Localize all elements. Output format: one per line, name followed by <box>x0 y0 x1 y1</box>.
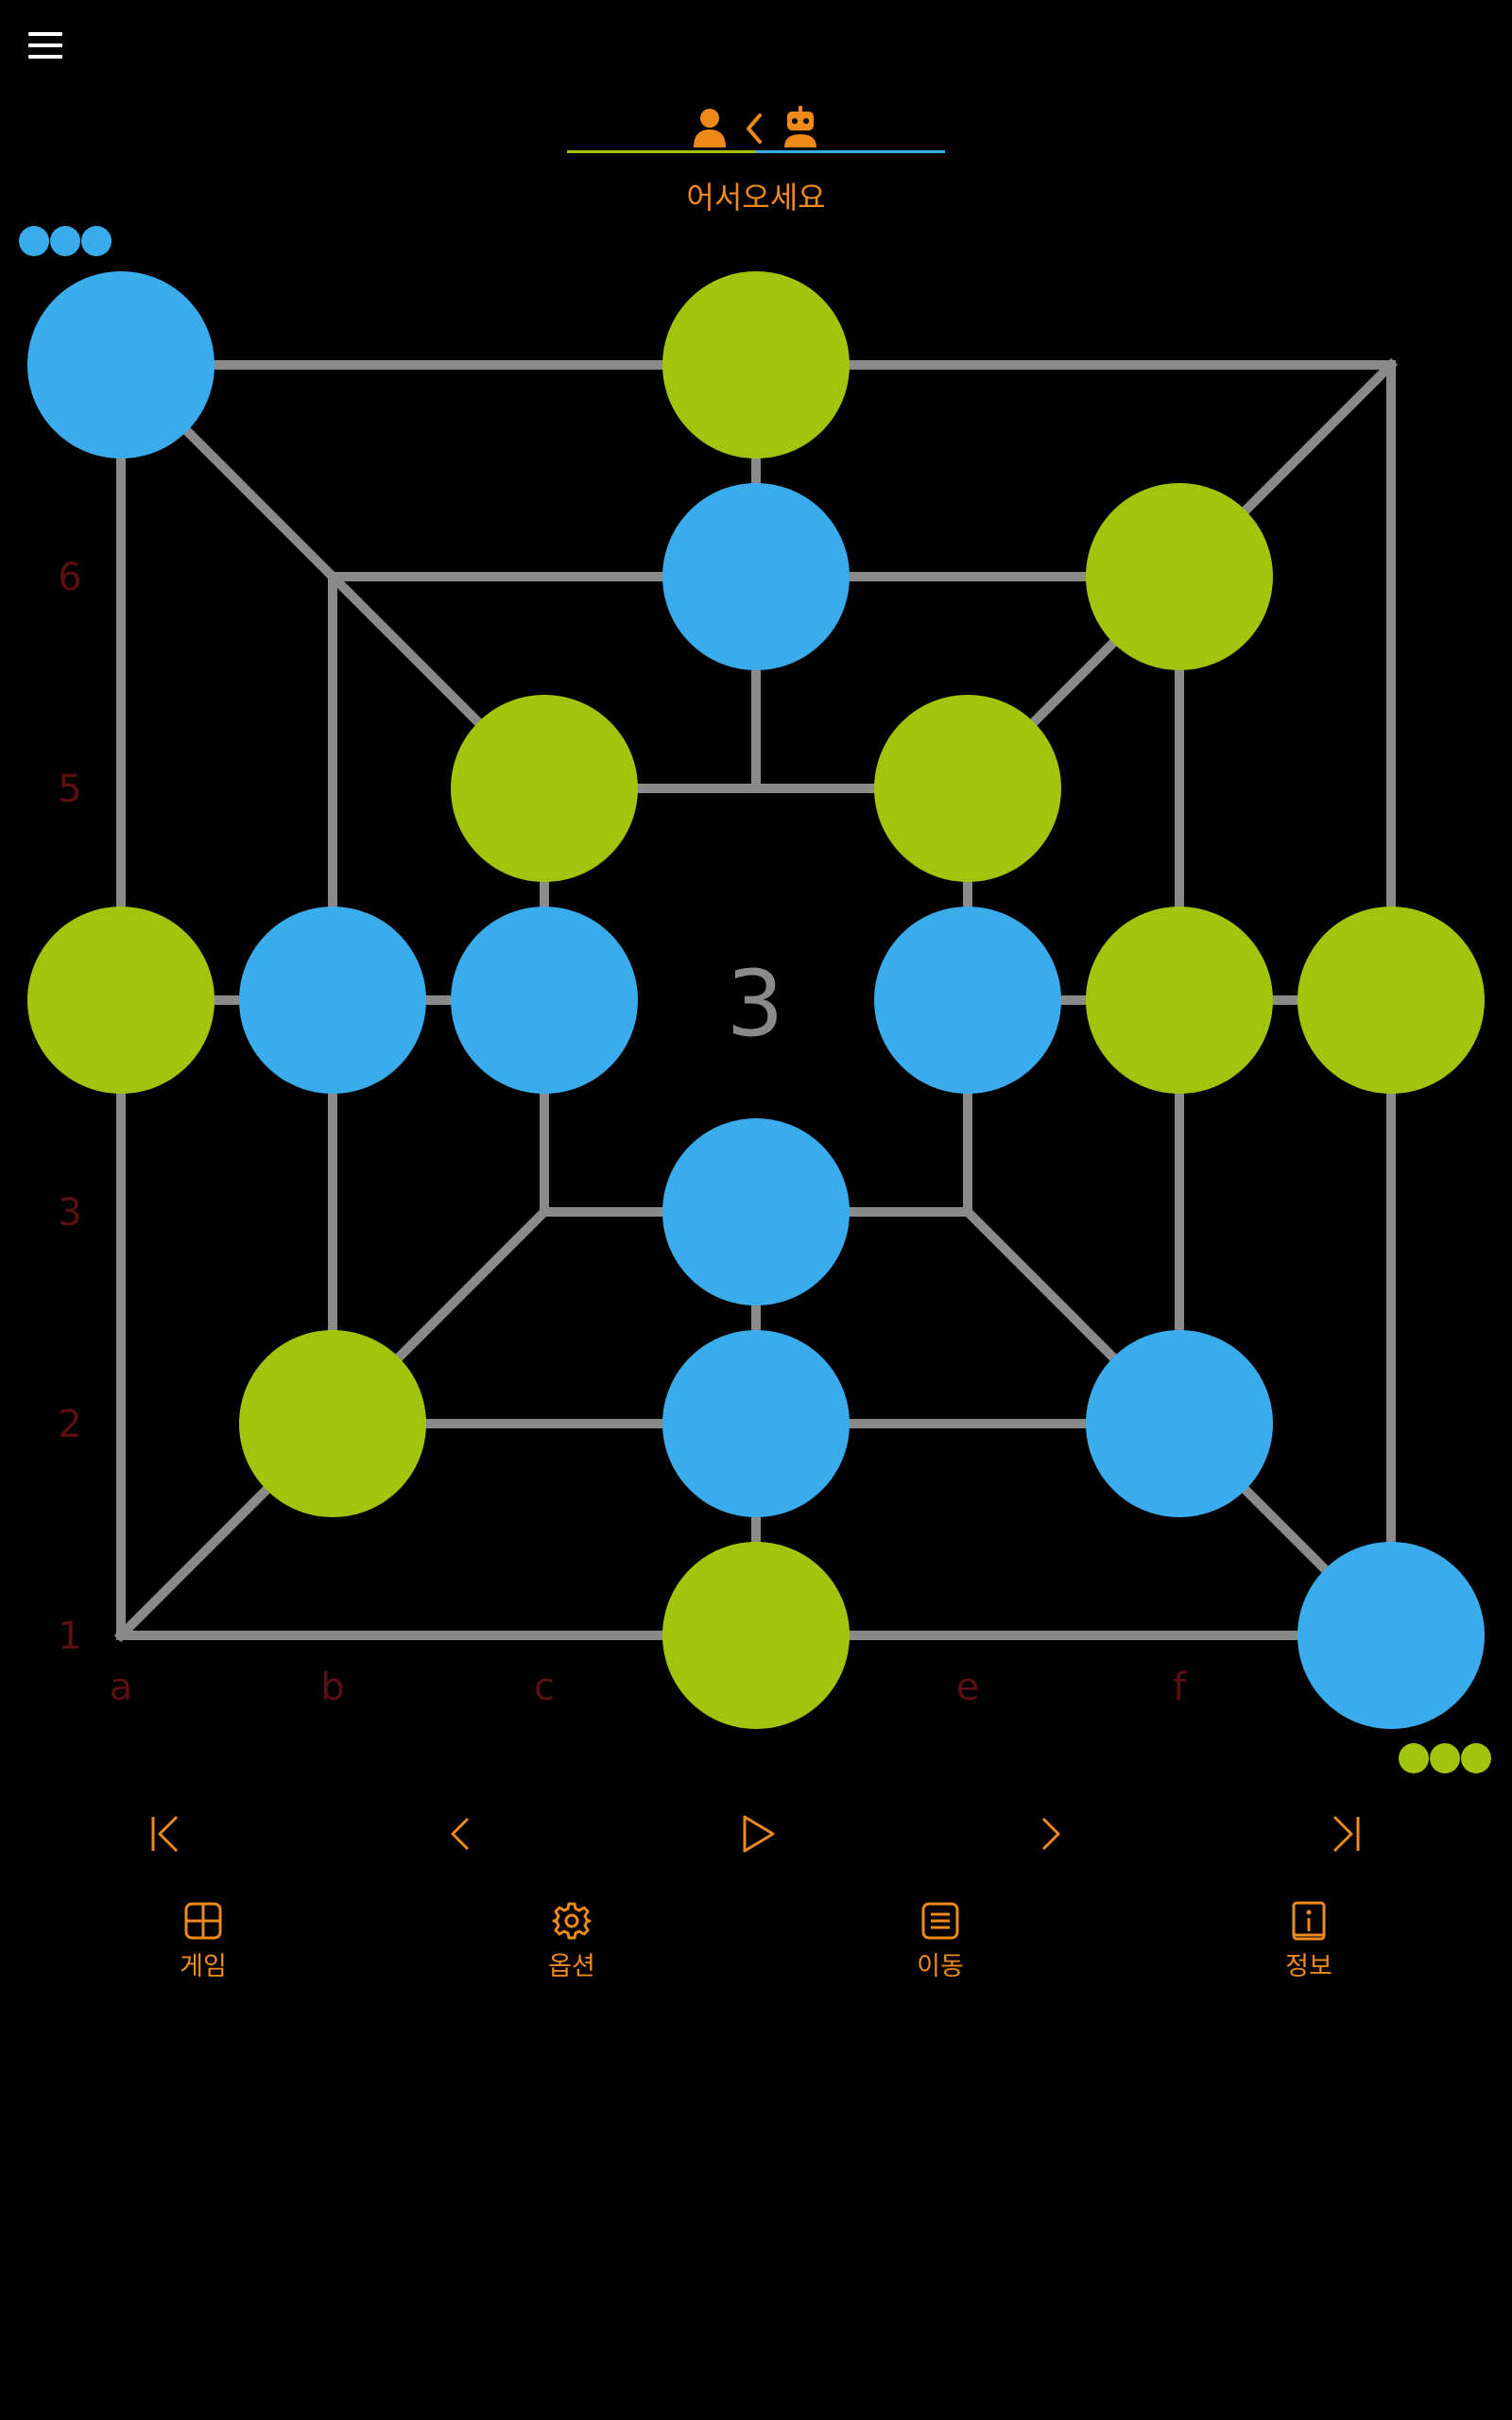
options-tab[interactable]: 옵션 <box>496 1900 647 1995</box>
file-label: b <box>320 1666 344 1709</box>
next-move-button[interactable] <box>1013 1806 1089 1862</box>
gear-icon <box>552 1902 592 1940</box>
green-piece[interactable] <box>27 907 215 1094</box>
menu-icon[interactable] <box>21 26 70 64</box>
blue-reserve <box>19 226 113 258</box>
skip-forward-icon <box>1332 1815 1360 1853</box>
game-board: 6 5 3 2 1a b c e f 3 <box>27 271 1485 1729</box>
blue-piece[interactable] <box>1297 1542 1485 1729</box>
blue-piece[interactable] <box>451 907 638 1094</box>
file-label: c <box>534 1666 555 1709</box>
chevron-left-icon <box>747 113 762 144</box>
skip-back-icon <box>151 1815 179 1853</box>
play-icon <box>743 1815 775 1853</box>
blue-piece[interactable] <box>1086 1330 1273 1517</box>
robot-icon <box>784 106 816 147</box>
info-tab[interactable]: 정보 <box>1233 1900 1384 1995</box>
rank-label: 3 <box>58 1191 81 1235</box>
blue-piece[interactable] <box>662 1118 850 1305</box>
info-tab-label: 정보 <box>1285 1952 1332 1981</box>
blue-piece[interactable] <box>662 483 850 670</box>
grid-icon <box>184 1902 222 1940</box>
green-piece[interactable] <box>239 1330 426 1517</box>
blue-reserve-piece <box>50 226 80 256</box>
player-turn-bar <box>567 150 756 153</box>
green-piece[interactable] <box>1297 907 1485 1094</box>
menu-bar <box>28 43 62 47</box>
list-icon <box>921 1902 959 1940</box>
welcome-message: 어서오세요 <box>686 180 826 216</box>
menu-bar <box>28 55 62 59</box>
green-reserve-piece <box>1399 1743 1429 1773</box>
green-piece[interactable] <box>662 1542 850 1729</box>
rank-label: 6 <box>58 556 81 599</box>
menu-bar <box>28 32 62 36</box>
moves-tab-label: 이동 <box>917 1952 964 1981</box>
board-pieces <box>27 271 1485 1729</box>
chevron-left-icon <box>451 1817 470 1851</box>
file-label: f <box>1173 1666 1187 1709</box>
file-label: a <box>110 1666 133 1709</box>
turn-indicator <box>567 106 945 153</box>
blue-piece[interactable] <box>662 1330 850 1517</box>
person-icon <box>694 109 726 147</box>
options-tab-label: 옵션 <box>548 1952 595 1981</box>
first-move-button[interactable] <box>128 1806 203 1862</box>
green-reserve <box>1399 1743 1493 1775</box>
last-move-button[interactable] <box>1308 1806 1383 1862</box>
moves-tab[interactable]: 이동 <box>865 1900 1016 1995</box>
chevron-right-icon <box>1041 1817 1060 1851</box>
blue-reserve-piece <box>81 226 112 256</box>
robot-turn-bar <box>756 150 945 153</box>
rank-label: 2 <box>58 1403 81 1446</box>
green-piece[interactable] <box>874 695 1061 882</box>
file-label: e <box>956 1666 980 1709</box>
green-piece[interactable] <box>662 271 850 458</box>
blue-reserve-piece <box>19 226 49 256</box>
game-tab[interactable]: 게임 <box>128 1900 279 1995</box>
board-labels: 6 5 3 2 1a b c e f <box>58 556 1187 1709</box>
info-icon <box>1292 1901 1326 1941</box>
green-reserve-piece <box>1430 1743 1460 1773</box>
game-tab-label: 게임 <box>180 1952 227 1981</box>
blue-piece[interactable] <box>27 271 215 458</box>
rank-label: 1 <box>58 1615 81 1658</box>
center-count: 3 <box>726 951 783 1057</box>
play-button[interactable] <box>718 1806 794 1862</box>
previous-move-button[interactable] <box>422 1806 498 1862</box>
blue-piece[interactable] <box>239 907 426 1094</box>
blue-piece[interactable] <box>874 907 1061 1094</box>
green-piece[interactable] <box>1086 907 1273 1094</box>
rank-label: 5 <box>58 768 81 811</box>
green-piece[interactable] <box>451 695 638 882</box>
green-piece[interactable] <box>1086 483 1273 670</box>
green-reserve-piece <box>1461 1743 1491 1773</box>
